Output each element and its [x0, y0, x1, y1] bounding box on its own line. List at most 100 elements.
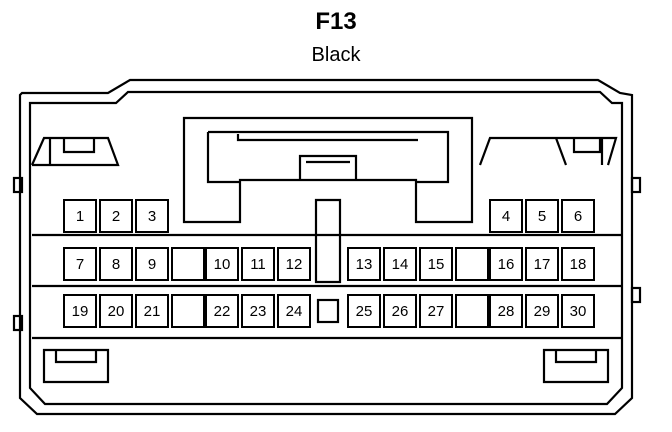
- pin-15: 15: [419, 247, 453, 281]
- pin-label: 21: [144, 303, 161, 320]
- pin-5: 5: [525, 199, 559, 233]
- pin-cell: [383, 294, 417, 328]
- pin-blank: [171, 294, 205, 328]
- pin-1: 1: [63, 199, 97, 233]
- pin-3: 3: [135, 199, 169, 233]
- pin-cell: [489, 199, 523, 233]
- pin-label: 28: [498, 303, 515, 320]
- pin-9: 9: [135, 247, 169, 281]
- pin-cell: [561, 199, 595, 233]
- pin-cell: [63, 294, 97, 328]
- pin-8: 8: [99, 247, 133, 281]
- pin-blank: [171, 247, 205, 281]
- pin-label: 18: [570, 256, 587, 273]
- pin-cell: [135, 294, 169, 328]
- right-side-tab-top: [630, 176, 642, 194]
- pin-cell: [205, 247, 239, 281]
- pin-25: 25: [347, 294, 381, 328]
- pin-cell: [525, 247, 559, 281]
- left-side-tab-bottom: [12, 314, 24, 332]
- pin-cell: [419, 247, 453, 281]
- pin-label: 27: [428, 303, 445, 320]
- pin-12: 12: [277, 247, 311, 281]
- housing-outline: [18, 78, 634, 416]
- pin-label: 24: [286, 303, 303, 320]
- pin-cell: [135, 247, 169, 281]
- connector-color: Black: [311, 44, 361, 66]
- top-latch-bar: [236, 134, 418, 142]
- center-key-channel: [314, 198, 342, 284]
- pin-label: 30: [570, 303, 587, 320]
- right-lower-clip: [542, 348, 610, 384]
- right-upper-clip: [478, 136, 618, 166]
- pin-label: 13: [356, 256, 373, 273]
- pin-label: 16: [498, 256, 515, 273]
- pin-13: 13: [347, 247, 381, 281]
- pin-cell: [99, 294, 133, 328]
- housing-inner-outline: [28, 90, 624, 406]
- left-side-tab-top: [12, 176, 24, 194]
- pin-cell: [63, 247, 97, 281]
- pin-cell: [347, 247, 381, 281]
- pin-label: 8: [112, 256, 120, 273]
- pin-7: 7: [63, 247, 97, 281]
- pin-label: 9: [148, 256, 156, 273]
- pin-blank: [455, 294, 489, 328]
- pin-cell: [99, 199, 133, 233]
- pin-label: 19: [72, 303, 89, 320]
- pin-label: 22: [214, 303, 231, 320]
- pin-label: 29: [534, 303, 551, 320]
- pin-label: 26: [392, 303, 409, 320]
- pin-cell: [241, 247, 275, 281]
- pin-cell: [99, 247, 133, 281]
- pin-cell: [489, 247, 523, 281]
- pin-23: 23: [241, 294, 275, 328]
- pin-16: 16: [489, 247, 523, 281]
- pin-27: 27: [419, 294, 453, 328]
- pin-label: 10: [214, 256, 231, 273]
- pin-cell: [455, 294, 489, 328]
- pin-cell: [171, 247, 205, 281]
- pin-cell: [525, 199, 559, 233]
- left-upper-clip: [30, 136, 120, 167]
- pin-24: 24: [277, 294, 311, 328]
- pin-label: 14: [392, 256, 409, 273]
- pin-cell: [383, 247, 417, 281]
- pin-29: 29: [525, 294, 559, 328]
- top-latch-frame: [182, 116, 474, 224]
- pin-label: 25: [356, 303, 373, 320]
- pin-label: 23: [250, 303, 267, 320]
- pin-cell: [171, 294, 205, 328]
- pin-cell: [347, 294, 381, 328]
- pin-cell: [205, 294, 239, 328]
- pin-cell: [63, 199, 97, 233]
- pin-cell: [489, 294, 523, 328]
- pin-22: 22: [205, 294, 239, 328]
- pin-cell: [419, 294, 453, 328]
- pin-2: 2: [99, 199, 133, 233]
- left-lower-clip: [42, 348, 110, 384]
- pin-28: 28: [489, 294, 523, 328]
- pin-cell: [277, 294, 311, 328]
- pin-19: 19: [63, 294, 97, 328]
- pin-26: 26: [383, 294, 417, 328]
- pin-label: 3: [148, 208, 156, 225]
- pin-20: 20: [99, 294, 133, 328]
- latch-key: [298, 154, 358, 180]
- right-side-tab-bottom: [630, 286, 642, 304]
- pin-label: 1: [76, 208, 84, 225]
- pin-cell: [455, 247, 489, 281]
- pin-cell: [135, 199, 169, 233]
- pin-17: 17: [525, 247, 559, 281]
- top-latch-inner: [206, 130, 450, 184]
- pin-6: 6: [561, 199, 595, 233]
- pin-11: 11: [241, 247, 275, 281]
- pin-label: 15: [428, 256, 445, 273]
- pin-label: 20: [108, 303, 125, 320]
- center-key-square: [316, 298, 340, 324]
- pin-label: 4: [502, 208, 510, 225]
- pin-18: 18: [561, 247, 595, 281]
- pin-label: 17: [534, 256, 551, 273]
